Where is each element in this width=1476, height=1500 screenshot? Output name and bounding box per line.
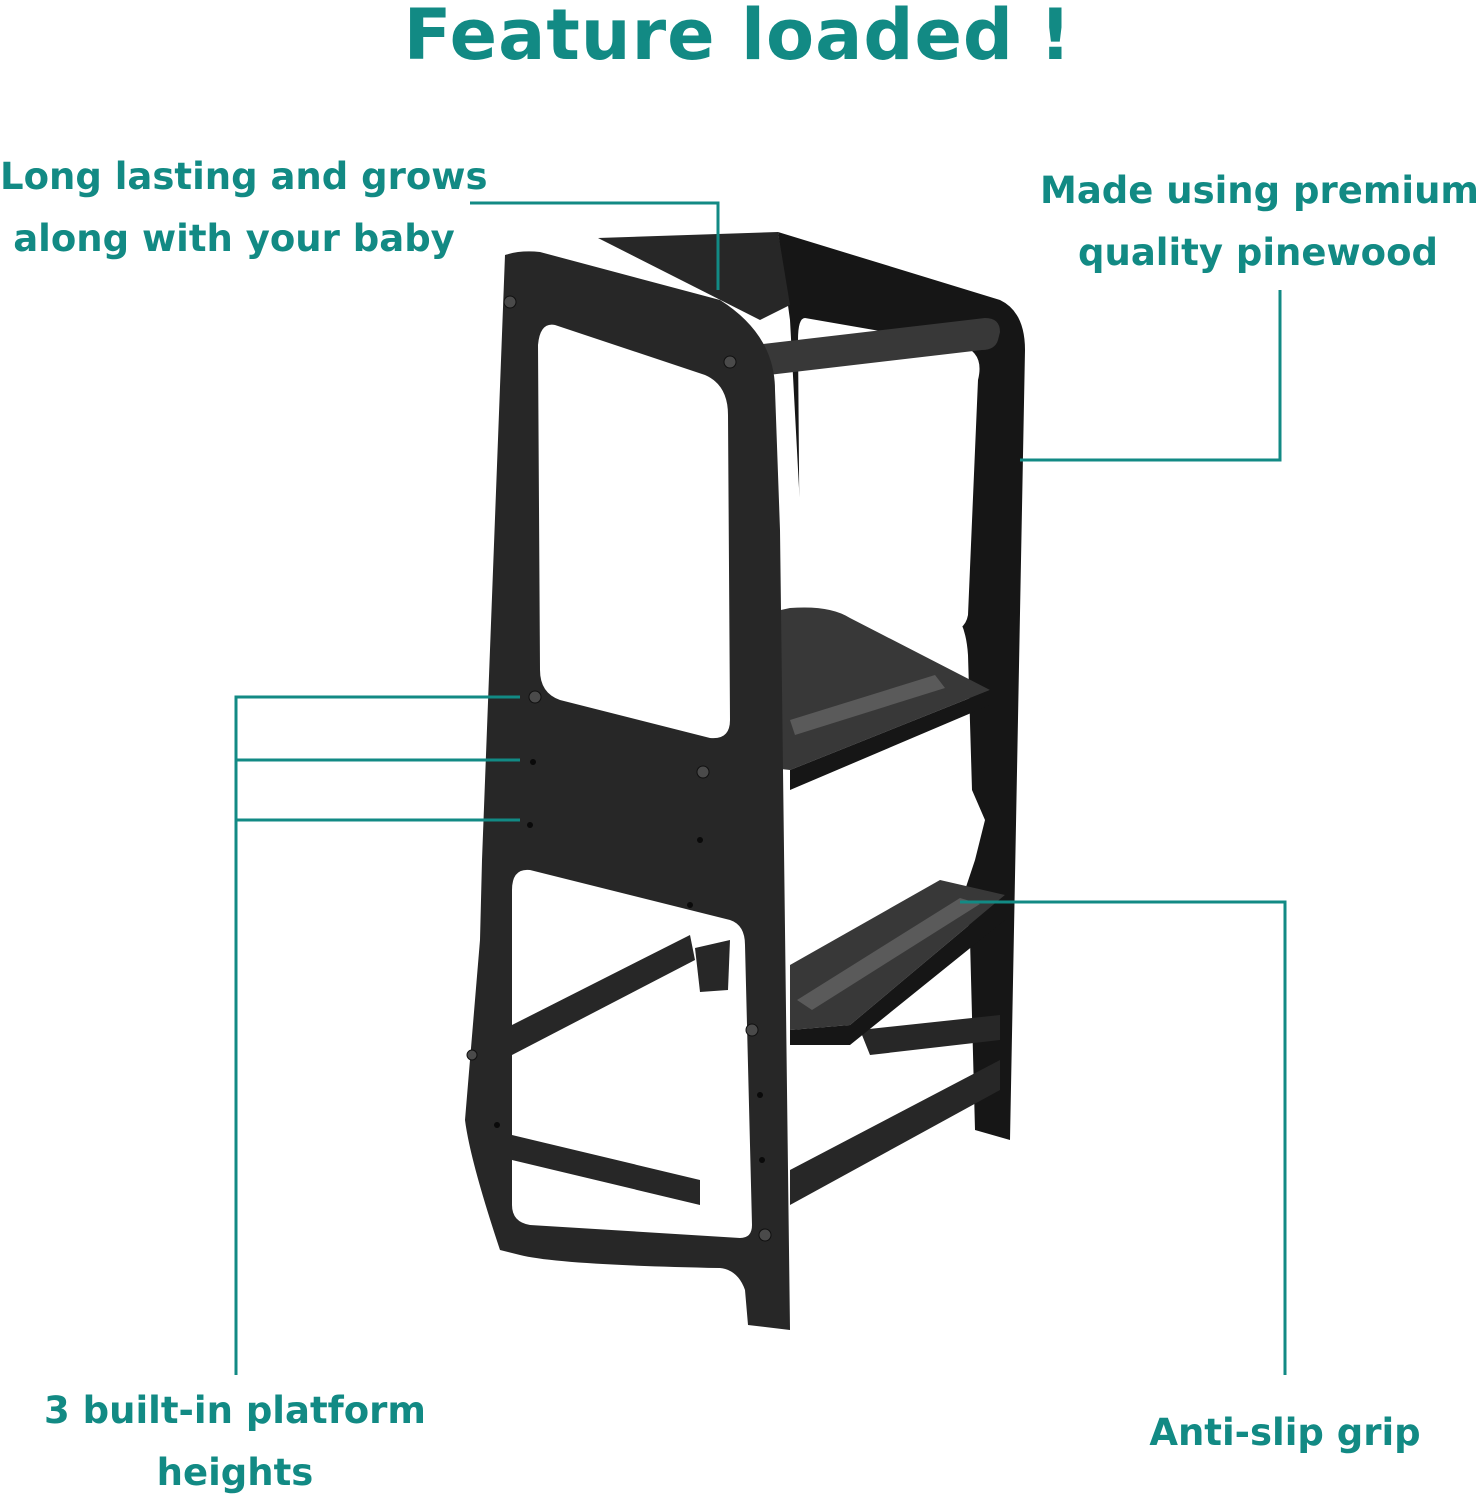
front-upper-window <box>538 324 730 739</box>
callout-premium-pinewood-line2: quality pinewood <box>1078 231 1438 274</box>
front-leg-brace <box>695 940 730 992</box>
bolt-hole <box>697 837 703 843</box>
bolt <box>758 1228 772 1242</box>
callout-long-lasting: Long lasting and grows along with your b… <box>0 146 488 270</box>
bolt <box>503 295 517 309</box>
leader-anti-slip <box>960 900 1287 1375</box>
front-floor-crossbar <box>512 1135 700 1205</box>
bolt-hole <box>530 759 536 765</box>
bolt <box>723 355 737 369</box>
callout-long-lasting-line2: along with your baby <box>13 217 455 260</box>
top-handle-bar <box>755 318 1000 376</box>
page-title: Feature loaded ! <box>403 0 1073 76</box>
leader-long-lasting <box>470 201 720 290</box>
callout-platform-heights: 3 built-in platform heights <box>20 1380 450 1500</box>
bolt <box>745 1023 759 1037</box>
bolt <box>466 1049 478 1061</box>
rear-lower-crossbar <box>790 1060 1000 1205</box>
callout-premium-pinewood-line1: Made using premium <box>1040 169 1476 212</box>
upper-platform-edge <box>790 690 990 790</box>
back-panel-window <box>798 318 980 632</box>
lower-step-edge <box>790 895 1005 1045</box>
upper-platform-grip-right <box>790 675 945 735</box>
leader-platform-height-1 <box>234 695 520 1375</box>
front-lower-window <box>512 869 752 1238</box>
lower-step-grip <box>797 898 980 1010</box>
callout-platform-heights-line2: heights <box>156 1451 314 1494</box>
callout-long-lasting-line1: Long lasting and grows <box>0 155 488 198</box>
learning-tower-icon <box>465 232 1025 1330</box>
bolt-hole <box>759 1157 765 1163</box>
callout-leader-lines <box>234 201 1287 1375</box>
callout-premium-pinewood: Made using premium quality pinewood <box>1040 160 1476 284</box>
bolt-hole <box>687 902 693 908</box>
top-back-rail <box>598 232 790 320</box>
bolt <box>528 690 542 704</box>
callout-platform-heights-line1: 3 built-in platform <box>44 1389 426 1432</box>
callout-anti-slip-line1: Anti-slip grip <box>1149 1411 1421 1454</box>
bolt-hole <box>757 1092 763 1098</box>
bolt-hole <box>494 1122 500 1128</box>
callout-anti-slip: Anti-slip grip <box>1140 1402 1430 1464</box>
bolt-hole <box>527 822 533 828</box>
front-lower-crossbar <box>512 935 695 1055</box>
bolt <box>696 765 710 779</box>
leader-premium-pinewood <box>1020 290 1282 462</box>
rear-floor-crossbar <box>860 1015 1000 1055</box>
